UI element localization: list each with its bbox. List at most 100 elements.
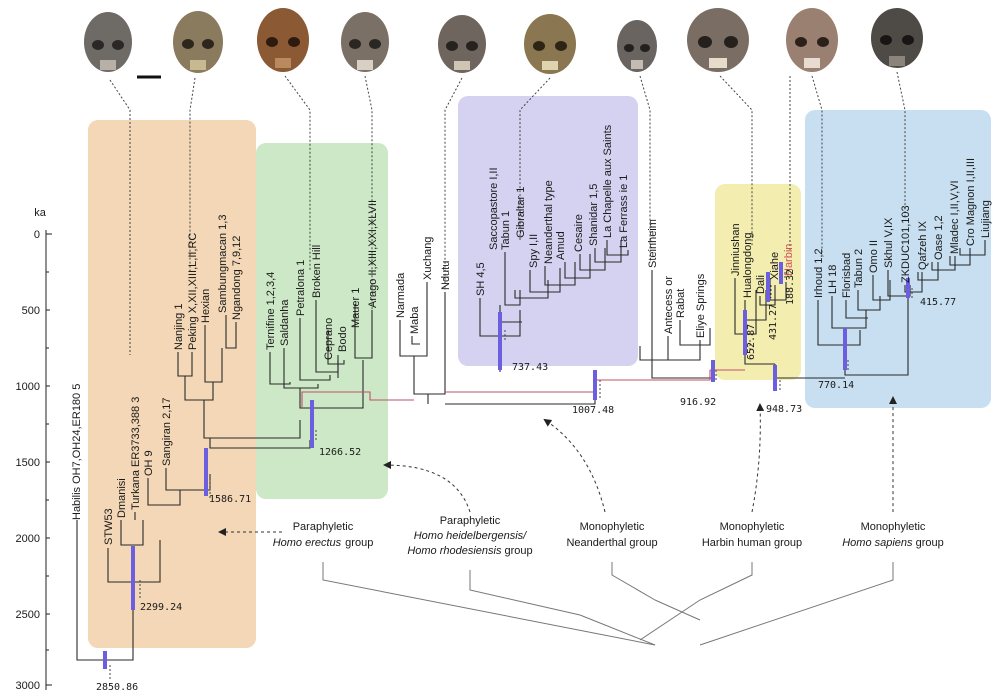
taxon-label: Habilis OH7,OH24,ER180 5 bbox=[71, 384, 83, 520]
heidelbergensis-group-box bbox=[256, 143, 388, 499]
taxon-label: LH 18 bbox=[827, 265, 839, 294]
svg-text:Harbin human group: Harbin human group bbox=[702, 537, 802, 549]
taxon-label: Nanjing 1 bbox=[173, 304, 185, 350]
taxon-label: Gibraltar 1 bbox=[515, 187, 527, 238]
svg-text:Monophyletic: Monophyletic bbox=[720, 521, 785, 533]
svg-text:Homo heidelbergensis/: Homo heidelbergensis/ bbox=[414, 530, 527, 542]
harbin-group-box bbox=[715, 184, 801, 380]
node-age: 1266.52 bbox=[319, 447, 361, 458]
neanderthal-group-box bbox=[458, 96, 638, 366]
svg-text:Paraphyletic: Paraphyletic bbox=[440, 515, 501, 527]
taxon-label: Liujiang bbox=[980, 200, 992, 238]
taxon-label: Hualongdong bbox=[742, 233, 754, 298]
axis-tick-label: 3000 bbox=[16, 680, 40, 692]
taxon-label: Ngandong 7,9,12 bbox=[231, 236, 243, 320]
taxon-label: Shanidar 1,5 bbox=[588, 184, 600, 246]
erectus-group-box bbox=[88, 120, 256, 648]
node-drop-lines bbox=[109, 272, 913, 680]
taxon-label: SH 4,5 bbox=[475, 262, 487, 296]
taxon-label: Petralona 1 bbox=[295, 260, 307, 316]
taxon-label: Spy I,II bbox=[528, 234, 540, 268]
neanderthal-group-label: Monophyletic Neanderthal group bbox=[566, 521, 657, 549]
node-age: 770.14 bbox=[818, 380, 854, 391]
hpd-bar bbox=[766, 272, 770, 302]
skull-image bbox=[524, 14, 576, 74]
node-age: 652.87 bbox=[746, 324, 757, 360]
taxon-label: Ceprano bbox=[323, 318, 335, 360]
sapiens-group-box bbox=[805, 110, 991, 408]
summary-tree bbox=[322, 562, 894, 646]
group-arrows bbox=[218, 396, 897, 536]
hpd-bar bbox=[906, 278, 910, 298]
taxon-label: La Ferrass ie 1 bbox=[618, 175, 630, 248]
svg-text:Homo rhodesiensis group: Homo rhodesiensis group bbox=[407, 545, 532, 557]
taxon-label: Dmanisi bbox=[116, 478, 128, 518]
node-age: 415.77 bbox=[920, 297, 956, 308]
node-age: 948.73 bbox=[766, 404, 802, 415]
skull-leader-lines bbox=[109, 71, 906, 355]
taxon-label: Skhul V,IX bbox=[883, 217, 895, 268]
taxon-label: Tabun 1 bbox=[500, 211, 512, 250]
time-axis: ka 0 500 1000 1500 2000 2500 3000 bbox=[16, 207, 52, 692]
hpd-bar bbox=[103, 651, 107, 669]
node-age-labels: 2850.86 2299.24 1586.71 1266.52 1007.48 … bbox=[96, 269, 956, 693]
taxon-label: Arago II,XIII,XXI,XLVII bbox=[367, 200, 379, 308]
hpd-bar bbox=[131, 546, 135, 610]
skull-image bbox=[438, 15, 486, 73]
taxon-label: Turkana ER3733,388 3 bbox=[130, 397, 142, 510]
taxon-label: Peking X,XII,XIII,L,II,RC bbox=[187, 233, 199, 350]
skull-image bbox=[173, 11, 223, 73]
taxon-label: Ndutu bbox=[440, 261, 452, 290]
taxon-label: Narmada bbox=[395, 272, 407, 318]
skull-image bbox=[687, 8, 749, 72]
skull-image bbox=[786, 8, 838, 72]
hpd-bar bbox=[310, 400, 314, 448]
taxon-label: OH 9 bbox=[143, 450, 155, 476]
taxon-label: Hexian bbox=[200, 289, 212, 323]
axis-tick-label: 2500 bbox=[16, 609, 40, 621]
axis-ticks bbox=[46, 233, 52, 686]
taxon-label: Oase 1,2 bbox=[933, 215, 945, 260]
axis-unit: ka bbox=[34, 207, 47, 219]
heidelbergensis-group-label: Paraphyletic Homo heidelbergensis/ Homo … bbox=[407, 515, 532, 557]
node-age: 916.92 bbox=[680, 397, 716, 408]
taxon-label: Rabat bbox=[675, 289, 687, 318]
taxon-label: Qafzeh IX bbox=[917, 220, 929, 270]
skull-image bbox=[341, 12, 389, 72]
taxon-label: Maba bbox=[409, 306, 421, 334]
taxon-label: Cro Magnon I,II,III bbox=[965, 158, 977, 246]
taxon-label: Mauer 1 bbox=[350, 288, 362, 328]
taxon-label: Bodo bbox=[337, 326, 349, 352]
axis-tick-label: 0 bbox=[34, 229, 40, 241]
hpd-bar bbox=[593, 370, 597, 400]
hpd-bar bbox=[773, 365, 777, 391]
taxon-label: Tabun 2 bbox=[853, 249, 865, 288]
node-age: 2299.24 bbox=[140, 602, 182, 613]
taxon-label: Eliye Springs bbox=[695, 273, 707, 338]
node-age: 188.32 bbox=[785, 269, 796, 305]
taxon-label: Neanderthal type bbox=[543, 180, 555, 264]
taxon-label: Saldanha bbox=[279, 299, 291, 346]
hpd-bar bbox=[743, 310, 747, 355]
node-age: 737.43 bbox=[512, 362, 548, 373]
hpd-bar bbox=[711, 360, 715, 382]
taxon-label: ZKDUC101,103 bbox=[900, 205, 912, 283]
svg-text:Homo sapiens group: Homo sapiens group bbox=[842, 537, 944, 549]
axis-tick-label: 500 bbox=[22, 305, 40, 317]
svg-text:Paraphyletic: Paraphyletic bbox=[293, 521, 354, 533]
axis-tick-label: 1000 bbox=[16, 381, 40, 393]
node-age: 1007.48 bbox=[572, 405, 614, 416]
axis-tick-label: 2000 bbox=[16, 533, 40, 545]
taxon-labels: Habilis OH7,OH24,ER180 5 STW53 Dmanisi T… bbox=[71, 124, 992, 545]
taxon-label: Cesaire bbox=[573, 214, 585, 252]
skull-image bbox=[871, 8, 923, 68]
node-age: 1586.71 bbox=[209, 494, 251, 505]
taxon-label: Sambungmacan 1,3 bbox=[217, 215, 229, 313]
taxon-label: Xuchang bbox=[422, 237, 434, 280]
svg-text:Neanderthal group: Neanderthal group bbox=[566, 537, 657, 549]
taxon-label: Ternifine 1,2,3,4 bbox=[265, 272, 277, 350]
taxon-label: Amud bbox=[555, 231, 567, 260]
